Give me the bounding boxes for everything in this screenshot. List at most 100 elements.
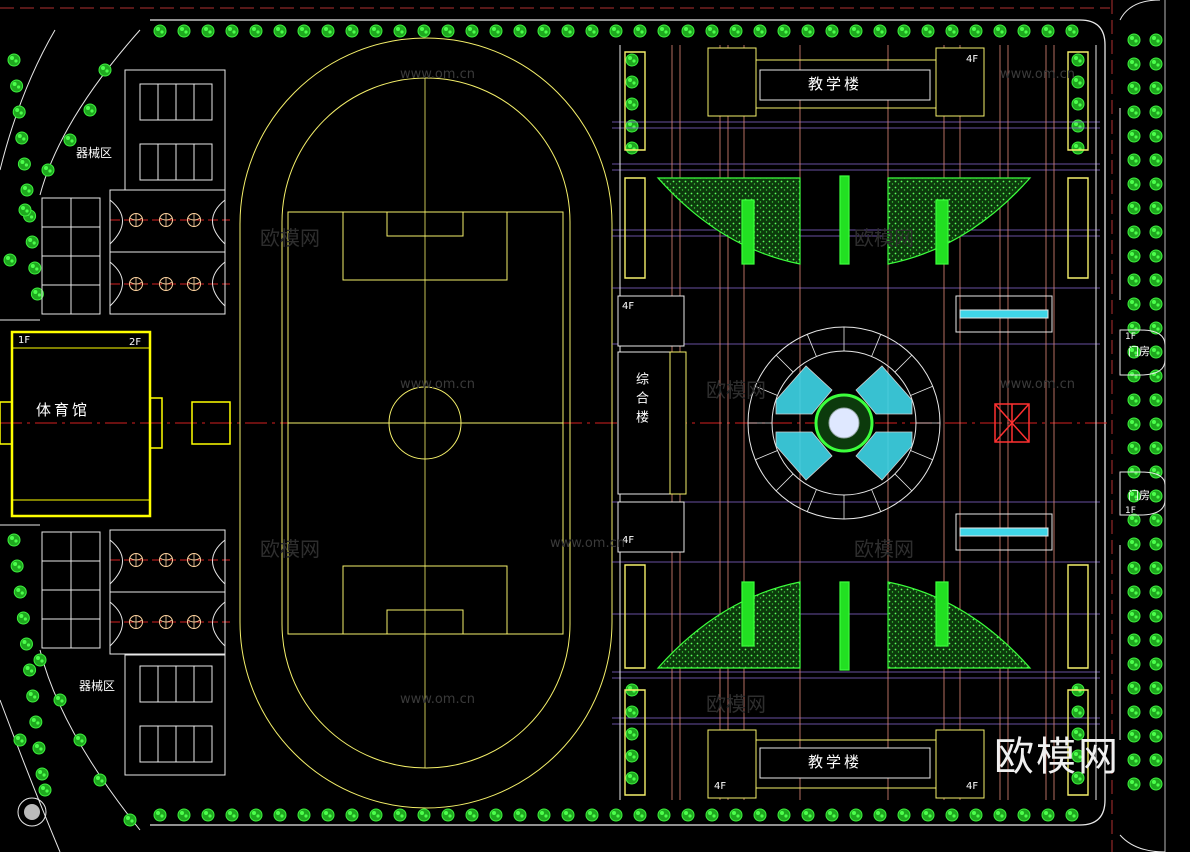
tree-icon — [537, 808, 551, 822]
tree-icon — [1127, 81, 1141, 95]
tree-icon — [1065, 808, 1079, 822]
bicycle-shed-bottom — [955, 513, 1053, 551]
tree-icon — [345, 808, 359, 822]
teaching-floor-label-top: 4F — [966, 54, 979, 65]
tree-icon — [1149, 393, 1163, 407]
tree-icon — [873, 24, 887, 38]
tree-icon — [585, 24, 599, 38]
watermark-text: 欧模网 — [854, 537, 914, 561]
teaching-building-top — [707, 47, 985, 117]
tree-icon — [1127, 753, 1141, 767]
tree-icon — [13, 585, 27, 599]
tree-icon — [1149, 513, 1163, 527]
tree-icon — [17, 157, 31, 171]
tree-icon — [1149, 777, 1163, 791]
side-wings — [624, 51, 1089, 796]
tree-icon — [849, 24, 863, 38]
football-field — [287, 78, 564, 768]
tree-icon — [1071, 97, 1085, 111]
gymnasium — [0, 330, 231, 518]
tree-icon — [657, 24, 671, 38]
tree-icon — [681, 24, 695, 38]
tree-icon — [13, 733, 27, 747]
tree-icon — [26, 689, 40, 703]
tree-icon — [993, 24, 1007, 38]
tree-icon — [873, 808, 887, 822]
tree-icon — [441, 24, 455, 38]
tree-icon — [1127, 297, 1141, 311]
watermark-text: 欧模网 — [706, 378, 766, 402]
tree-icon — [41, 163, 55, 177]
tree-icon — [657, 808, 671, 822]
tree-icon — [849, 808, 863, 822]
tree-icon — [1149, 249, 1163, 263]
tree-icon — [201, 24, 215, 38]
tree-icon — [921, 808, 935, 822]
tree-icon — [1017, 24, 1031, 38]
tree-icon — [1149, 441, 1163, 455]
tree-icon — [801, 808, 815, 822]
tree-icon — [1149, 297, 1163, 311]
watermark-url: www.om.cn — [550, 536, 625, 551]
watermark-text: 欧模网 — [260, 537, 320, 561]
tree-icon — [29, 715, 43, 729]
tree-icon — [625, 141, 639, 155]
tree-icon — [12, 105, 26, 119]
tree-icon — [1127, 633, 1141, 647]
tree-icon — [489, 24, 503, 38]
tree-icon — [1149, 369, 1163, 383]
teaching-building-label-top: 教学楼 — [808, 75, 863, 93]
tree-icon — [1149, 609, 1163, 623]
tree-icon — [273, 24, 287, 38]
tree-icon — [273, 808, 287, 822]
gatehouse-label-bottom: 门房 — [1128, 489, 1150, 502]
tree-icon — [625, 75, 639, 89]
tree-icon — [1127, 249, 1141, 263]
gatehouse-label-top: 门房 — [1128, 345, 1150, 358]
watermark-url: www.om.cn — [400, 67, 475, 82]
tree-icon — [98, 63, 112, 77]
tree-icon — [777, 24, 791, 38]
tree-icon — [489, 808, 503, 822]
tree-icon — [825, 808, 839, 822]
tree-icon — [945, 24, 959, 38]
tree-icon — [1065, 24, 1079, 38]
tree-icon — [625, 771, 639, 785]
teaching-building-label-bottom: 教学楼 — [808, 753, 863, 771]
tree-icon — [1041, 808, 1055, 822]
tree-icon — [465, 808, 479, 822]
tree-icon — [1127, 33, 1141, 47]
tree-icon — [777, 808, 791, 822]
tree-icon — [897, 24, 911, 38]
tree-icon — [625, 727, 639, 741]
tree-icon — [561, 24, 575, 38]
table-tennis-area-bottom — [41, 531, 101, 649]
tree-icon — [345, 24, 359, 38]
watermark-text: 欧模网 — [854, 226, 914, 250]
tree-icon — [10, 559, 24, 573]
tree-icon — [201, 808, 215, 822]
teaching-building-bottom — [707, 729, 985, 799]
tree-icon — [705, 808, 719, 822]
tree-icon — [32, 741, 46, 755]
tree-icon — [10, 79, 24, 93]
tree-icon — [1127, 105, 1141, 119]
tree-icon — [1127, 777, 1141, 791]
complex-building-label: 综合楼 — [633, 372, 648, 429]
tree-icon — [19, 637, 33, 651]
tree-icon — [1127, 369, 1141, 383]
tree-icon — [969, 24, 983, 38]
tree-icon — [123, 813, 137, 827]
running-track — [239, 37, 613, 809]
tree-icon — [1127, 441, 1141, 455]
logo: 欧模网 — [994, 734, 1120, 780]
tree-icon — [561, 808, 575, 822]
basketball-courts-bottom — [109, 529, 226, 655]
equipment-area-top — [124, 69, 226, 191]
tree-icon — [513, 808, 527, 822]
tree-icon — [753, 24, 767, 38]
watermark-text: 欧模网 — [706, 692, 766, 716]
tree-icon — [1071, 53, 1085, 67]
tree-icon — [1149, 345, 1163, 359]
tree-icon — [1127, 153, 1141, 167]
